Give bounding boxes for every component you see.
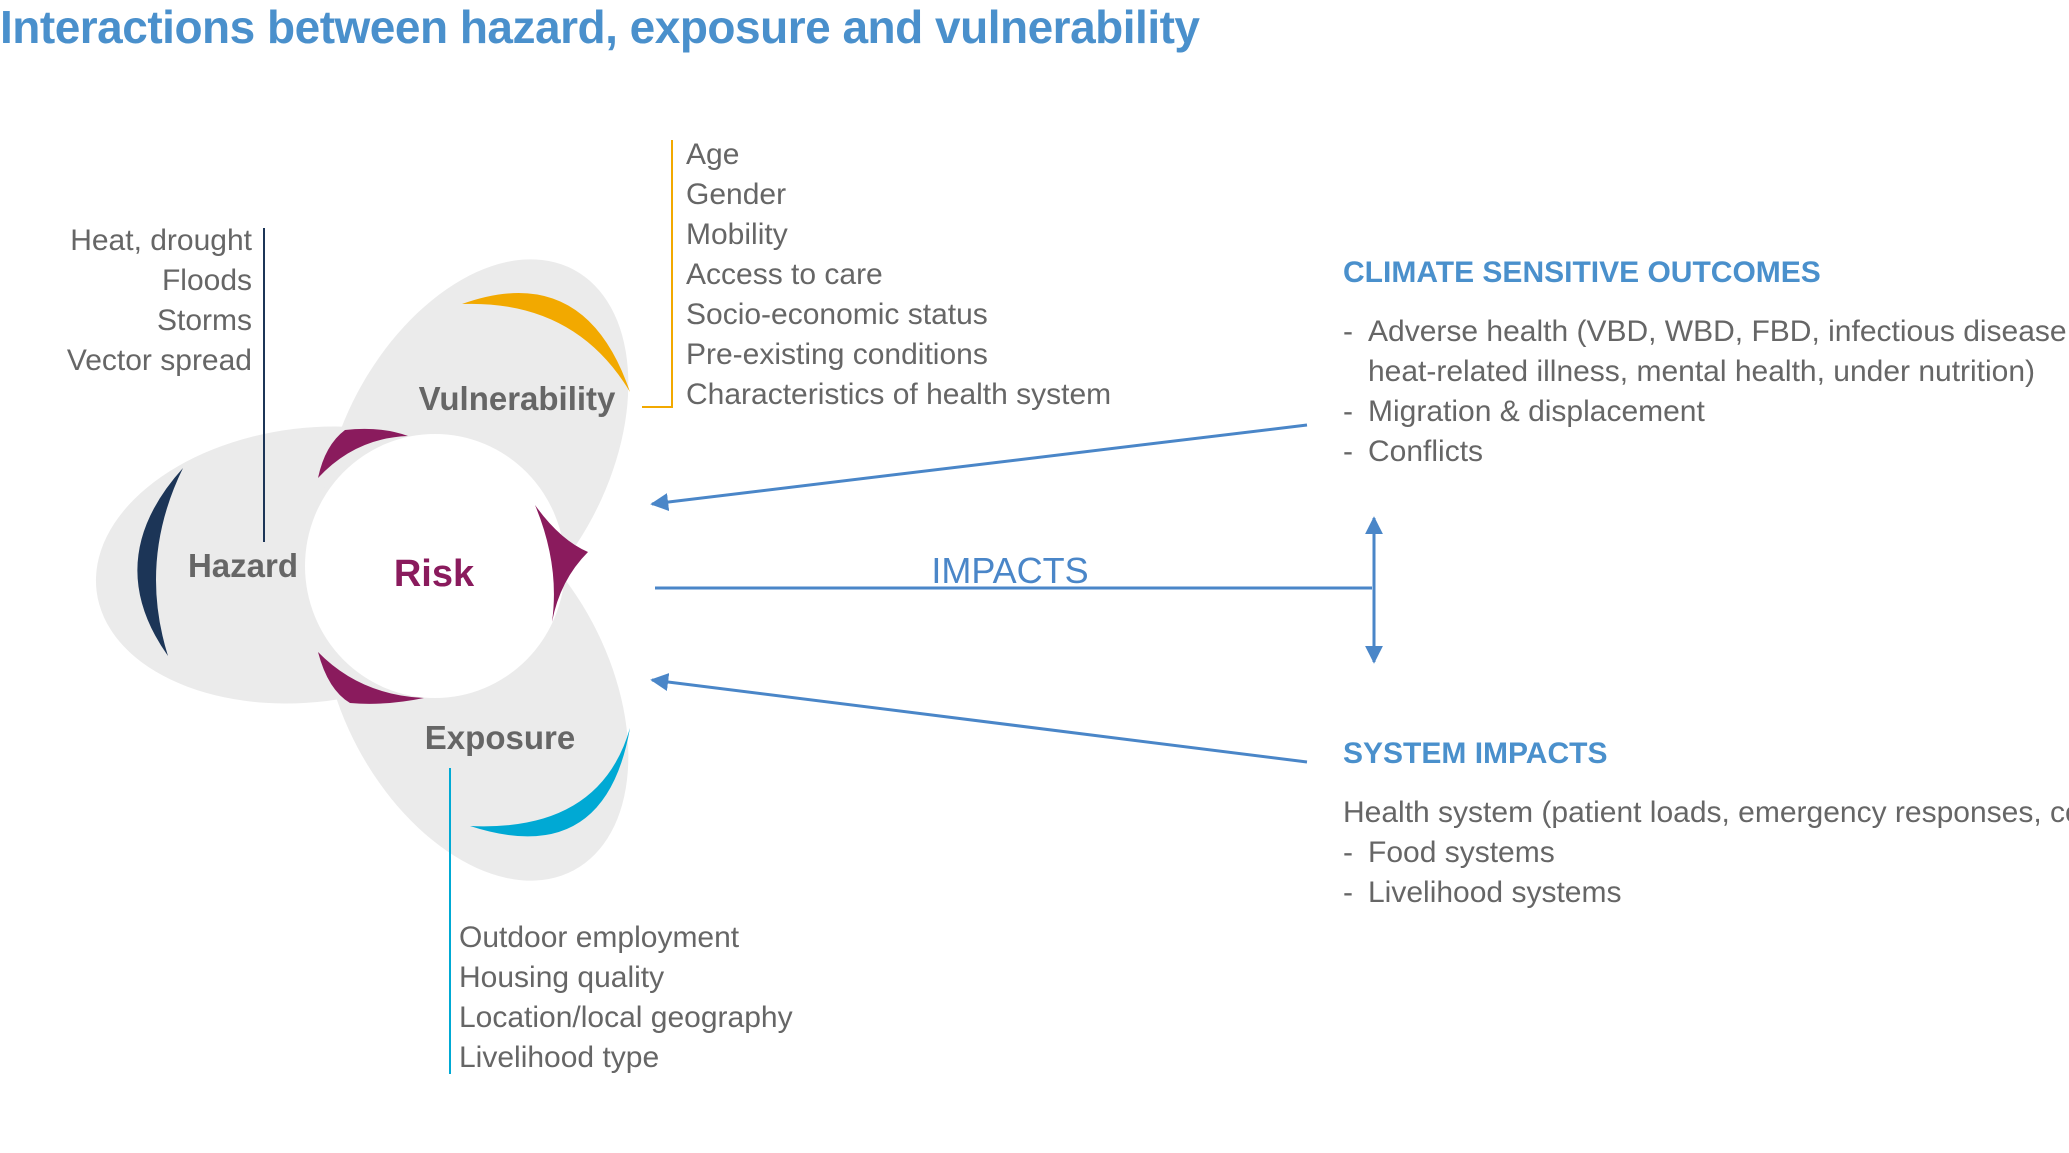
risk-label: Risk [394,553,475,595]
hazard-list: Heat, drought Floods Storms Vector sprea… [67,221,252,381]
hazard-crescent [137,468,183,656]
vulnerability-item: Characteristics of health system [686,378,1112,411]
vulnerability-item: Access to care [686,258,883,291]
vulnerability-list: Age Gender Mobility Access to care Socio… [686,135,1111,415]
vulnerability-item: Pre-existing conditions [686,338,988,371]
vulnerability-item: Gender [686,178,787,211]
hazard-item: Vector spread [66,344,252,377]
vulnerability-item: Mobility [686,218,788,251]
outcomes-item: -Conflicts [1343,432,2069,472]
outcomes-list: -Adverse health (VBD, WBD, FBD, infectio… [1343,312,2069,472]
exposure-item: Location/local geography [459,1001,793,1034]
outcomes-item: -Migration & displacement [1343,392,2069,432]
system-impacts-heading: SYSTEM IMPACTS [1343,737,1608,770]
outcomes-item: -Adverse health (VBD, WBD, FBD, infectio… [1343,312,2069,352]
system-impacts-list: Health system (patient loads, emergency … [1343,793,2069,913]
outcomes-item: heat-related illness, mental health, und… [1343,352,2069,392]
risk-core [305,434,565,698]
vulnerability-label: Vulnerability [419,380,616,417]
exposure-crescent [470,728,630,837]
risk-crescent-bottom [318,652,424,704]
system-impacts-lead: Health system (patient loads, emergency … [1343,796,2069,829]
exposure-item: Housing quality [459,961,665,994]
system-impacts-item-text: Livelihood systems [1368,876,1622,909]
hazard-label: Hazard [188,547,298,584]
outcomes-arrow [650,423,1308,511]
hazard-item: Heat, drought [70,224,252,257]
dash-marker: - [1343,836,1353,869]
risk-crescent-top [318,428,408,478]
risk-crescent-right [535,505,588,622]
dash-marker: - [1343,395,1353,428]
outcomes-heading: CLIMATE SENSITIVE OUTCOMES [1343,256,1821,289]
hazard-item: Floods [161,264,252,297]
system-impacts-item: -Livelihood systems [1343,873,2069,913]
vulnerability-item: Socio-economic status [686,298,988,331]
system-impacts-item: -Food systems [1343,833,2069,873]
vulnerability-bracket-line [642,140,673,408]
exposure-label: Exposure [425,719,575,756]
outcomes-item-text: heat-related illness, mental health, und… [1368,355,2036,388]
vulnerability-crescent [462,293,630,392]
hazard-item: Storms [156,304,252,337]
outcomes-item-text: Adverse health (VBD, WBD, FBD, infectiou… [1368,315,2069,348]
system-impacts-item-text: Food systems [1368,836,1555,869]
page-title: Interactions between hazard, exposure an… [0,1,1200,53]
dash-marker: - [1343,315,1353,348]
exposure-item: Livelihood type [459,1041,660,1074]
impacts-label: IMPACTS [931,550,1088,591]
vulnerability-item: Age [686,138,740,171]
exposure-list: Outdoor employment Housing quality Locat… [459,918,793,1078]
exposure-item: Outdoor employment [459,921,740,954]
outcomes-item-text: Conflicts [1368,435,1484,468]
outcomes-item-text: Migration & displacement [1368,395,1705,428]
system-arrow [650,673,1308,764]
dash-marker: - [1343,435,1353,468]
dash-marker: - [1343,876,1353,909]
